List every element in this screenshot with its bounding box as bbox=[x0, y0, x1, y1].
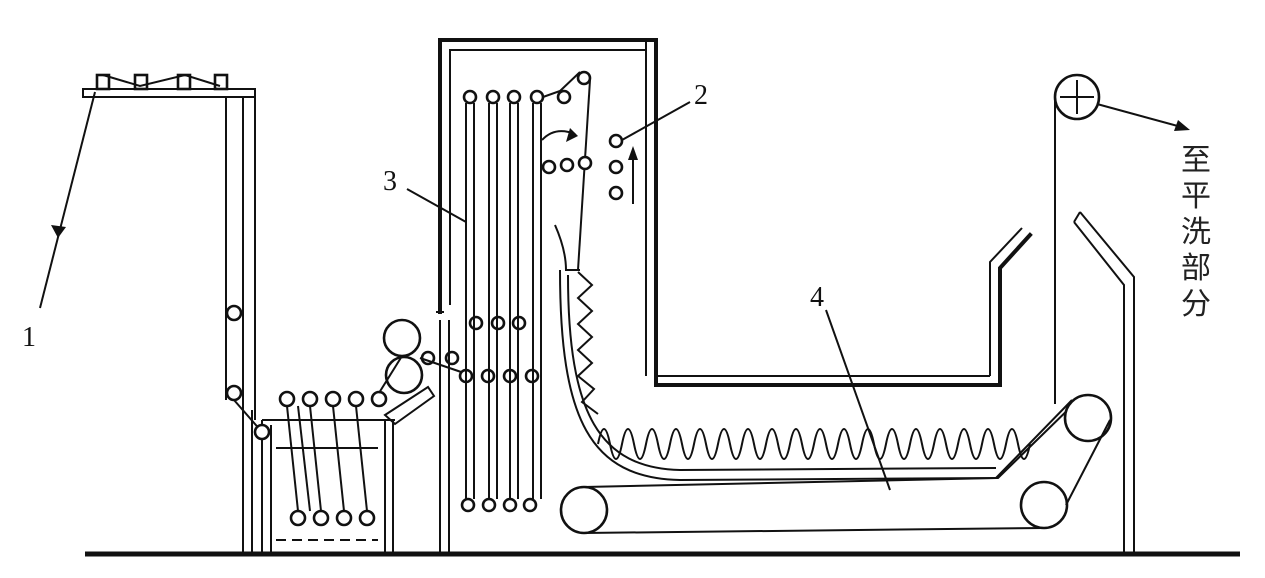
feed-unit bbox=[82, 73, 263, 433]
label-part-4: 4 bbox=[810, 282, 824, 313]
label-part-1: 1 bbox=[22, 322, 36, 353]
pre-tank bbox=[242, 318, 471, 554]
dest-char-3: 部 bbox=[1181, 251, 1211, 286]
steamer-box bbox=[436, 38, 1002, 554]
feed-direction-arrow bbox=[39, 91, 96, 309]
destination-text: 至 平 洗 部 分 bbox=[1181, 143, 1211, 322]
dest-char-4: 分 bbox=[1181, 287, 1211, 322]
leader-line-2 bbox=[621, 101, 691, 141]
leader-line-4 bbox=[825, 309, 891, 491]
label-part-3: 3 bbox=[383, 166, 397, 197]
exit-wall bbox=[1073, 211, 1135, 554]
leader-line-3 bbox=[406, 188, 467, 223]
dest-char-1: 平 bbox=[1181, 179, 1211, 214]
label-part-2: 2 bbox=[694, 80, 708, 111]
dest-char-2: 洗 bbox=[1181, 215, 1211, 250]
dest-char-0: 至 bbox=[1181, 143, 1211, 178]
j-box bbox=[559, 40, 1190, 535]
